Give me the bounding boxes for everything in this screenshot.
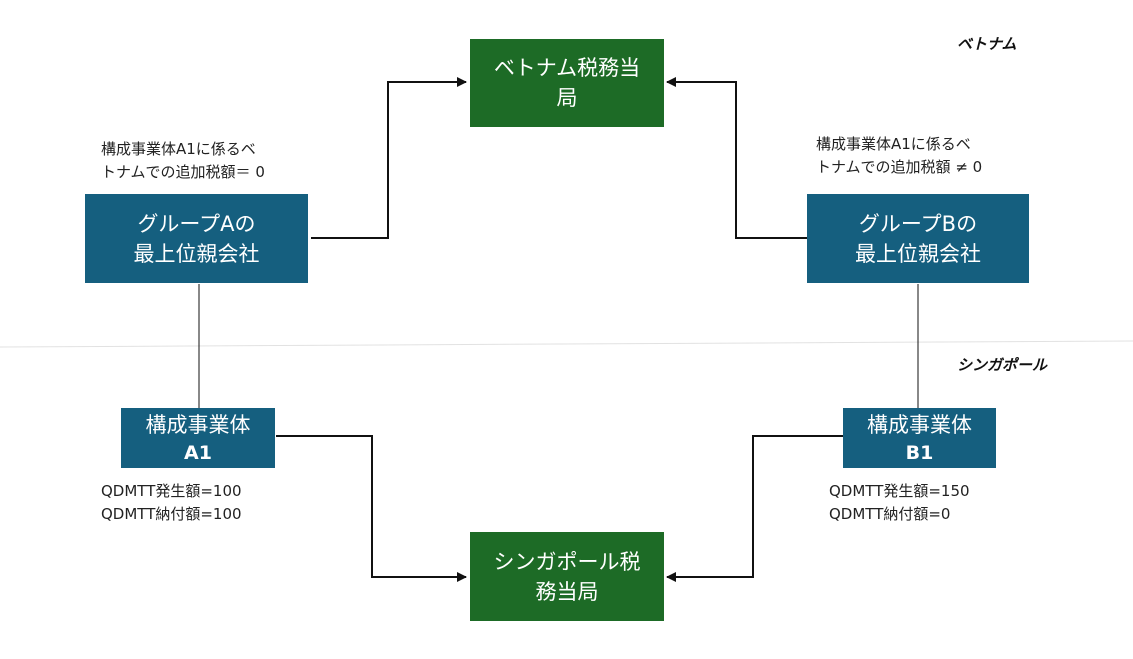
qdmtt-note-a1: QDMTT発生額=100 QDMTT納付額=100 [101, 480, 242, 526]
entity-b1-id: B1 [905, 442, 934, 464]
vietnam-additional-tax-note-b: 構成事業体A1に係るベ トナムでの追加税額 ≠ 0 [816, 133, 982, 179]
vietnam-additional-tax-note-a-line-1: 構成事業体A1に係るベ [101, 140, 256, 158]
qdmtt-a1-paid: QDMTT納付額=100 [101, 505, 242, 523]
arrow-parent-a-to-vietnam [311, 77, 467, 239]
entity-b1-title: 構成事業体 [867, 413, 972, 437]
group-b-parent-box: グループBの 最上位親会社 [807, 194, 1029, 283]
region-label-vietnam: ベトナム [957, 35, 1017, 53]
group-a-parent-line-1: グループAの [137, 211, 256, 236]
region-label-singapore: シンガポール [957, 356, 1048, 374]
group-b-parent-line-2: 最上位親会社 [855, 241, 981, 266]
entity-a1-title: 構成事業体 [145, 413, 251, 437]
singapore-tax-authority-line-2: 務当局 [535, 579, 599, 604]
group-a-parent-line-2: 最上位親会社 [133, 241, 260, 266]
entity-a1-box: 構成事業体 A1 [121, 408, 275, 468]
group-b-parent-line-1: グループBの [858, 211, 978, 236]
arrow-b1-to-singapore [666, 435, 843, 582]
vietnam-additional-tax-note-a-line-2: トナムでの追加税額＝ 0 [101, 163, 265, 181]
vietnam-additional-tax-note-b-line-2: トナムでの追加税額 ≠ 0 [816, 158, 983, 176]
entity-b1-box: 構成事業体 B1 [843, 408, 996, 468]
vietnam-tax-authority-box: ベトナム税務当 局 [470, 39, 664, 127]
group-a-parent-box: グループAの 最上位親会社 [85, 194, 308, 283]
vietnam-tax-authority-line-1: ベトナム税務当 [493, 56, 641, 80]
qdmtt-a1-incurred: QDMTT発生額=100 [101, 482, 242, 500]
arrow-parent-b-to-vietnam [666, 77, 807, 239]
qdmtt-b1-paid: QDMTT納付額=0 [829, 505, 951, 523]
singapore-tax-authority-box: シンガポール税 務当局 [470, 532, 664, 621]
arrow-a1-to-singapore [276, 435, 467, 582]
region-divider [0, 340, 1133, 348]
vietnam-additional-tax-note-b-line-1: 構成事業体A1に係るベ [816, 135, 971, 153]
qdmtt-note-b1: QDMTT発生額=150 QDMTT納付額=0 [829, 480, 970, 526]
singapore-tax-authority-line-1: シンガポール税 [493, 549, 641, 574]
entity-a1-id: A1 [184, 442, 212, 464]
qdmtt-b1-incurred: QDMTT発生額=150 [829, 482, 970, 500]
vietnam-tax-authority-line-2: 局 [556, 86, 578, 110]
vietnam-additional-tax-note-a: 構成事業体A1に係るベ トナムでの追加税額＝ 0 [101, 138, 265, 184]
